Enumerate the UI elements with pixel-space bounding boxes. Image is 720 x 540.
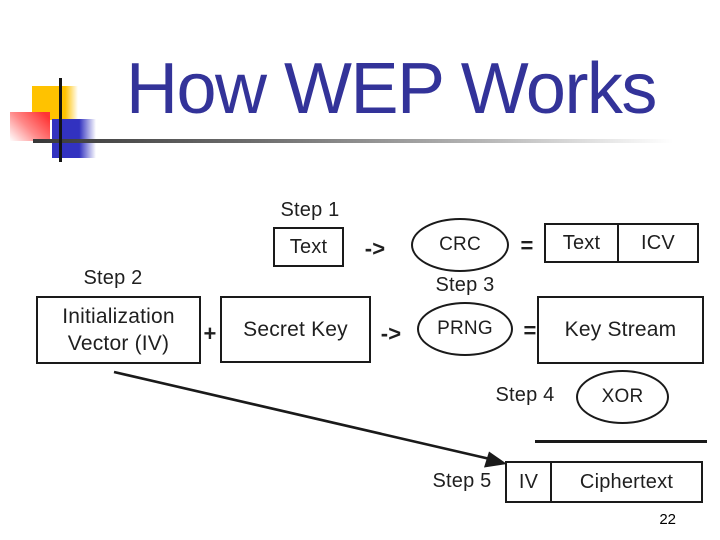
step1-arrow-operator: -> xyxy=(364,236,386,261)
icv-cell: ICV xyxy=(641,231,675,254)
iv-box-line2: Vector (IV) xyxy=(67,332,170,355)
step1-text-box: Text xyxy=(273,227,344,267)
key-stream-box: Key Stream xyxy=(537,296,704,364)
step3-label: Step 3 xyxy=(435,274,495,296)
initialization-vector-box: Initialization Vector (IV) xyxy=(36,296,201,364)
plus-operator: + xyxy=(203,321,217,346)
iv-ciphertext-box: IV Ciphertext xyxy=(505,461,703,503)
ciphertext-cell: Ciphertext xyxy=(579,470,674,493)
iv-cell: IV xyxy=(507,463,552,501)
text-icv-box: Text ICV xyxy=(544,223,699,263)
xor-ellipse: XOR xyxy=(576,370,669,424)
step1-equals-operator: = xyxy=(520,233,534,258)
text-cell: Text xyxy=(546,225,619,261)
accent-vertical-line xyxy=(59,78,62,162)
xor-result-line xyxy=(535,440,707,443)
step2-label: Step 2 xyxy=(83,267,143,289)
crc-ellipse: CRC xyxy=(411,218,509,272)
step2-equals-operator: = xyxy=(523,318,537,343)
prng-ellipse: PRNG xyxy=(417,302,513,356)
step4-label: Step 4 xyxy=(495,384,555,406)
step2-arrow-operator: -> xyxy=(380,321,402,346)
title-underline xyxy=(33,139,673,143)
step1-label: Step 1 xyxy=(280,199,340,221)
step5-label: Step 5 xyxy=(432,470,492,492)
slide-title: How WEP Works xyxy=(126,49,657,129)
accent-square-red xyxy=(10,112,50,141)
iv-box-line1: Initialization xyxy=(62,305,175,328)
secret-key-box: Secret Key xyxy=(220,296,371,363)
iv-flow-arrow-line xyxy=(113,370,491,461)
page-number: 22 xyxy=(659,511,676,528)
iv-flow-arrowhead xyxy=(484,451,507,468)
